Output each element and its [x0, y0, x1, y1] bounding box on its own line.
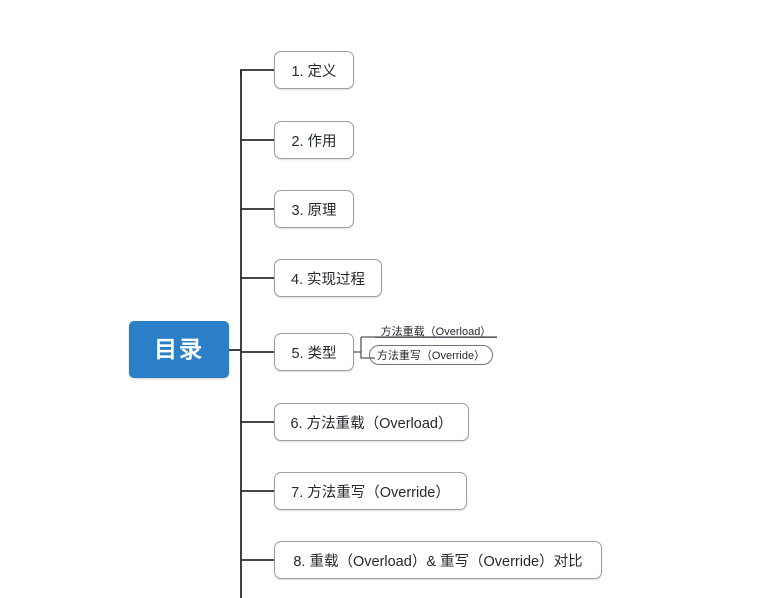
- branch-node-8-label: 8. 重载（Overload）& 重写（Override）对比: [293, 553, 583, 570]
- branch-node-2-label: 2. 作用: [291, 133, 337, 150]
- branch-node-7[interactable]: 7. 方法重写（Override）: [274, 472, 467, 510]
- root-node-label: 目录: [154, 336, 204, 362]
- branch-node-6-label: 6. 方法重载（Overload）: [290, 415, 453, 432]
- root-node[interactable]: 目录: [129, 321, 229, 378]
- branch-line-1: [240, 69, 274, 76]
- branch-node-6[interactable]: 6. 方法重载（Overload）: [274, 403, 469, 441]
- branch-node-1[interactable]: 1. 定义: [274, 51, 354, 89]
- branch-node-8[interactable]: 8. 重载（Overload）& 重写（Override）对比: [274, 541, 602, 579]
- branch-node-3-label: 3. 原理: [291, 202, 337, 219]
- branch-node-4[interactable]: 4. 实现过程: [274, 259, 382, 297]
- branch-node-1-label: 1. 定义: [291, 63, 337, 80]
- subbranch-node-5-2[interactable]: 方法重写（Override）: [369, 345, 493, 365]
- branch-node-4-label: 4. 实现过程: [290, 271, 366, 288]
- branch-node-7-label: 7. 方法重写（Override）: [291, 484, 450, 501]
- branch-node-5[interactable]: 5. 类型: [274, 333, 354, 371]
- subbranch-node-5-1-label: 方法重载（Overload）: [380, 325, 492, 338]
- branch-node-3[interactable]: 3. 原理: [274, 190, 354, 228]
- branch-node-2[interactable]: 2. 作用: [274, 121, 354, 159]
- subbranch-node-5-2-label: 方法重写（Override）: [376, 350, 486, 362]
- branch-node-5-label: 5. 类型: [291, 345, 337, 362]
- subbranch-node-5-1[interactable]: 方法重载（Overload）: [375, 324, 497, 338]
